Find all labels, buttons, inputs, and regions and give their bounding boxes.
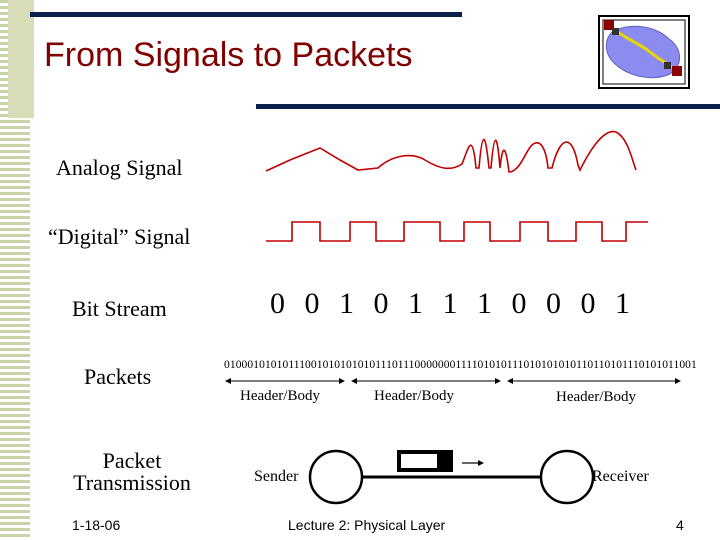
side-stripe-accent [8,0,34,118]
mid-header-bar [256,104,720,109]
bit-stream-values: 0 0 1 0 1 1 1 0 0 0 1 [270,287,636,320]
packet-icon [397,450,453,472]
footer-lecture: Lecture 2: Physical Layer [288,517,446,533]
header-body-label-1: Header/Body [240,388,320,404]
receiver-label: Receiver [592,468,649,485]
header-body-label-2: Header/Body [374,388,454,404]
digital-signal-wave [266,221,648,242]
sender-label: Sender [254,468,299,485]
packet-transmission-line1: Packet [102,448,162,473]
digital-signal-label: “Digital” Signal [48,224,191,249]
top-header-bar [30,12,462,17]
header-body-label-3: Header/Body [556,389,636,405]
footer-page-number: 4 [676,517,684,533]
bit-stream-label: Bit Stream [72,296,167,321]
receiver-node [539,449,595,505]
packet-transmission-label: Packet Transmission [66,450,198,494]
packet-transmission-line2: Transmission [73,470,191,495]
analog-signal-wave [265,130,637,173]
arrow-icon [462,460,484,466]
packet-bit-stream: 0100010101011100101010101011101110000000… [224,359,697,371]
slide-title: From Signals to Packets [44,36,413,74]
analog-signal-label: Analog Signal [56,155,183,180]
footer-date: 1-18-06 [72,517,121,533]
packets-label: Packets [84,364,152,389]
sender-node [308,449,364,505]
